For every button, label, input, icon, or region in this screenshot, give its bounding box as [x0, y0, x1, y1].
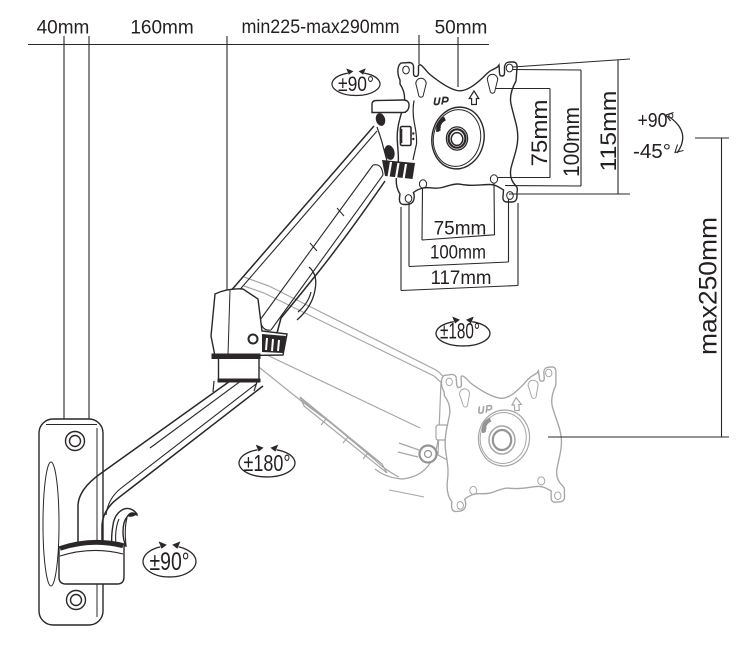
svg-text:115mm: 115mm [596, 91, 621, 172]
svg-text:75mm: 75mm [527, 100, 552, 167]
svg-text:±90°: ±90° [338, 73, 374, 96]
svg-text:max250mm: max250mm [695, 217, 723, 355]
svg-text:100mm: 100mm [430, 243, 486, 264]
svg-text:117mm: 117mm [431, 268, 492, 289]
svg-text:75mm: 75mm [434, 219, 487, 240]
svg-text:±90°: ±90° [150, 548, 190, 576]
svg-text:±180°: ±180° [440, 319, 480, 344]
svg-text:-45°: -45° [633, 141, 671, 163]
svg-text:40mm: 40mm [37, 18, 90, 39]
svg-text:±180°: ±180° [244, 450, 291, 476]
svg-text:160mm: 160mm [130, 18, 193, 39]
svg-text:min225-max290mm: min225-max290mm [242, 17, 400, 38]
svg-text:+90°: +90° [638, 110, 675, 132]
svg-text:50mm: 50mm [435, 18, 488, 39]
svg-text:100mm: 100mm [559, 107, 584, 177]
